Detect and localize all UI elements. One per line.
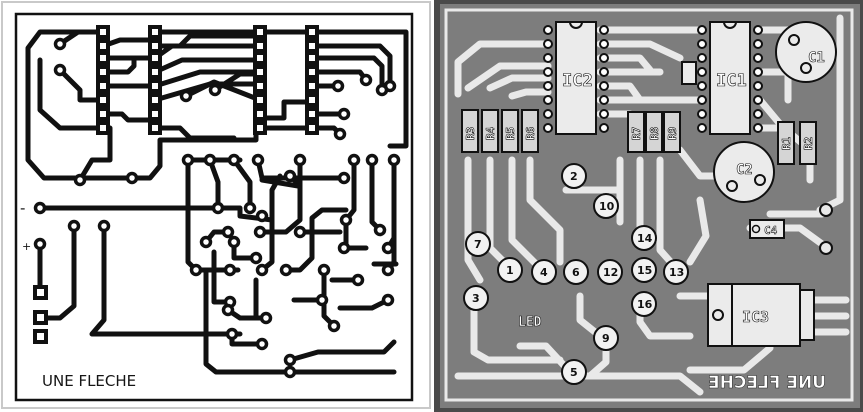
svg-text:R9: R9 [666, 127, 679, 140]
svg-text:2: 2 [570, 170, 578, 183]
svg-text:R1: R1 [780, 136, 793, 150]
led-3 [463, 285, 489, 311]
led-2 [561, 163, 587, 189]
resistor-r9: R9 [663, 111, 681, 153]
component-side-panel: IC2 IC1 IC3 C1 [434, 0, 863, 412]
ic3-regulator: IC3 [707, 283, 815, 347]
svg-text:14: 14 [637, 232, 653, 245]
svg-text:6: 6 [572, 266, 580, 279]
svg-text:R3: R3 [464, 127, 477, 140]
svg-text:R5: R5 [504, 127, 517, 140]
copper-pads [33, 25, 319, 344]
copper-tracks [25, 29, 409, 375]
led-15 [631, 257, 657, 283]
ic3-label: IC3 [742, 308, 769, 326]
led-7 [465, 231, 491, 257]
svg-text:9: 9 [602, 332, 610, 345]
power-terminals [819, 203, 833, 255]
svg-text:7: 7 [474, 238, 482, 251]
ic1-chip: IC1 [697, 21, 763, 135]
svg-text:13: 13 [669, 266, 684, 279]
led-14 [631, 225, 657, 251]
svg-text:12: 12 [603, 266, 618, 279]
capacitor-c1: C1 [775, 21, 837, 83]
led-10 [593, 193, 619, 219]
copper-plus-mark: + [22, 240, 31, 253]
svg-text:4: 4 [540, 266, 548, 279]
ic2-chip: IC2 [543, 21, 609, 135]
svg-text:15: 15 [637, 264, 652, 277]
c2-label: C2 [736, 162, 753, 178]
svg-text:R2: R2 [802, 137, 815, 150]
svg-text:5: 5 [570, 366, 578, 379]
c1-label: C1 [808, 50, 825, 66]
led-12 [597, 259, 623, 285]
ic1-label: IC1 [716, 71, 747, 91]
svg-text:3: 3 [472, 292, 480, 305]
copper-layout-panel: - + UNE FLECHE [1, 1, 431, 409]
mirrored-board-title: UNE FLECHE [708, 373, 826, 393]
svg-text:16: 16 [637, 298, 653, 311]
copper-minus-mark: - [20, 199, 25, 217]
resistor-r7: R7 [627, 111, 645, 153]
capacitor-c3 [681, 61, 697, 85]
led-6 [563, 259, 589, 285]
svg-text:R6: R6 [524, 126, 537, 140]
led-9 [593, 325, 619, 351]
svg-text:R8: R8 [648, 127, 661, 140]
svg-text:1: 1 [506, 264, 514, 277]
led-16 [631, 291, 657, 317]
capacitor-c4: C4 [749, 219, 785, 239]
led-4 [531, 259, 557, 285]
svg-text:R4: R4 [484, 126, 497, 140]
resistor-r5: R5 [501, 109, 519, 153]
board-outline [14, 12, 414, 402]
svg-text:R7: R7 [630, 127, 643, 140]
resistor-r4: R4 [481, 109, 499, 153]
resistor-r2: R2 [799, 121, 817, 165]
led-array [463, 163, 689, 385]
ic2-label: IC2 [562, 71, 593, 91]
led-numbers: 2 10 14 15 16 7 1 4 6 12 13 3 9 5 [472, 170, 684, 379]
svg-text:10: 10 [599, 200, 615, 213]
led-13 [663, 259, 689, 285]
copper-board-title: UNE FLECHE [42, 372, 136, 390]
led-label: LED [518, 315, 542, 330]
resistor-r3: R3 [461, 109, 479, 153]
resistor-r1: R1 [777, 121, 795, 165]
resistor-bank: R3 R4 R5 R6 R7 R8 [461, 109, 817, 165]
resistor-r8: R8 [645, 111, 663, 153]
led-5 [561, 359, 587, 385]
led-1 [497, 257, 523, 283]
copper-round-pads [33, 37, 401, 379]
resistor-r6: R6 [521, 109, 539, 153]
c4-label: C4 [764, 224, 778, 237]
capacitor-c2: C2 [713, 141, 775, 203]
